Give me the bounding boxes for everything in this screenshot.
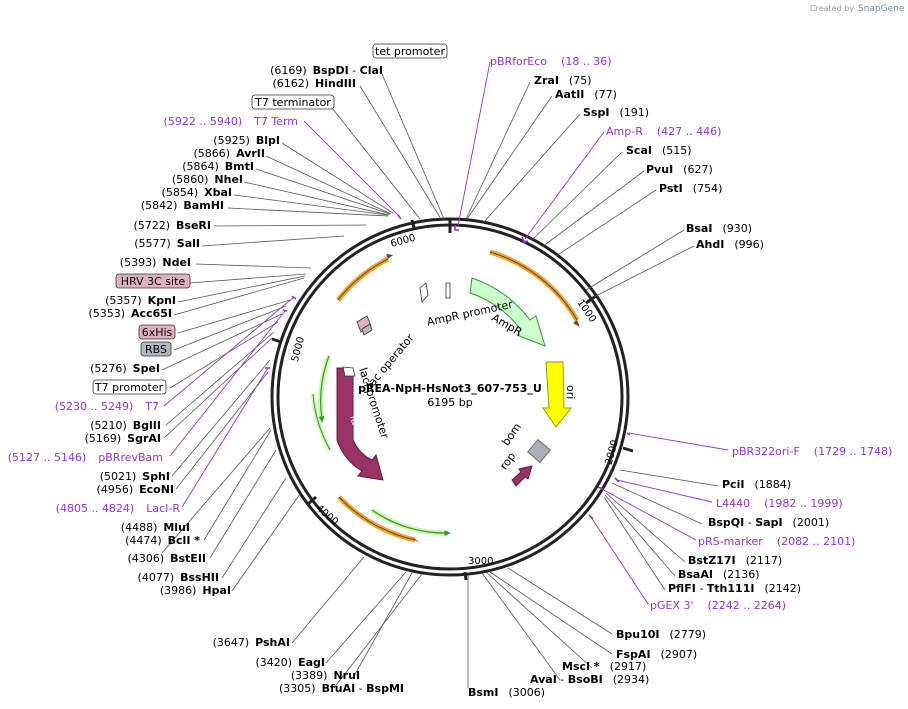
primer-pgex3: pGEX 3'(2242 .. 2264) [650,599,786,612]
box-rbs-text: RBS [145,343,167,356]
label-laci: lacI [347,413,365,435]
green-feature-left [318,355,332,421]
primer-laci-r: (4805 .. 4824)LacI-R [56,502,181,515]
laci-arrow [336,367,384,481]
enzyme-sspi: SspI(191) [583,106,649,119]
label-ori: ori [564,385,577,399]
box-t7-promoter [92,379,167,395]
enzyme-msci: MscI *(2917) [562,660,646,673]
enzyme-labels-right: ZraI(75) AatII(77) SspI(191) ScaI(515) P… [468,74,829,699]
plasmid-length: 6195 bp [427,396,472,409]
enzyme-sphi: (5021)SphI [100,470,170,483]
primer-t7-term: (5922 .. 5940)T7 Term [164,115,298,128]
enzyme-bfuai: (3305)BfuAI - BspMI [279,682,404,695]
enzyme-psti: PstI(754) [659,182,722,195]
label-bom: bom [499,421,524,448]
primer-l4440: L4440(1982 .. 1999) [716,497,843,510]
feature-boxes: tet promoter T7 terminator HRV 3C site 6… [92,43,448,395]
rop-arrow [511,465,533,487]
enzyme-ndei: (5393)NdeI [120,256,191,269]
enzyme-xbai: (5854)XbaI [162,186,232,199]
enzyme-bcli: (4474)BclI * [125,534,200,547]
enzyme-bseri: (5722)BseRI [133,219,211,232]
enzyme-eagi: (3420)EagI [256,656,325,669]
tick-label-5000: 5000 [290,336,307,363]
primer-prs-marker: pRS-marker(2082 .. 2101) [698,535,855,548]
enzyme-bspqi: BspQI - SapI(2001) [708,516,829,529]
enzyme-nhei: (5860)NheI [172,173,243,186]
primer-pbrrevbam: (5127 .. 5146)pBRrevBam [8,451,163,464]
box-t7-promoter-text: T7 promoter [94,381,164,394]
enzyme-bglii: (5210)BglII [90,419,161,432]
box-t7-terminator [251,94,335,110]
box-t7-terminator-text: T7 terminator [254,96,331,109]
enzyme-nrui: (3389)NruI [291,669,360,682]
enzyme-pvui: PvuI(627) [646,163,713,176]
box-tet-promoter [372,43,448,59]
enzyme-sgrai: (5169)SgrAI [85,432,161,445]
box-tet-promoter-text: tet promoter [375,45,445,58]
leader-lines-primers [163,61,729,605]
enzyme-bsteii: (4306)BstEII [128,552,206,565]
plasmid-name: pREA-NpH-HsNot3_607-753_U [358,382,542,395]
label-rop: rop [497,450,518,472]
box-hrv-3c-site-text: HRV 3C site [121,275,186,288]
enzyme-bspdi: (6169)BspDI - ClaI [270,64,383,77]
enzyme-ahdi: AhdI(996) [696,238,764,251]
laci-promoter-arrow [342,366,356,377]
box-rbs [140,341,172,357]
orange-feature-top-left [336,256,390,302]
tick-label-3000: 3000 [468,556,493,567]
box-6xhis-text: 6xHis [142,326,173,339]
box-6xhis [138,324,176,340]
enzyme-spei: (5276)SpeI [90,362,160,375]
snapgene-logo: SnapGene [858,4,905,14]
enzyme-sali: (5577)SalI [134,237,200,250]
enzyme-avai: AvaI - BsoBI(2934) [530,673,649,686]
enzyme-labels-left: (6169)BspDI - ClaI (6162)HindIII (5925)B… [85,64,404,695]
enzyme-pshai: (3647)PshAI [213,636,290,649]
features [311,249,580,543]
primer-amp-r: Amp-R(427 .. 446) [606,125,721,138]
primer-pbrforeco: pBRforEco(18 .. 36) [490,55,612,68]
enzyme-bstz17i: BstZ17I(2117) [688,554,782,567]
bom-feature [527,439,551,463]
orange-feature-bottom-left [337,495,416,543]
enzyme-bsai: BsaI(930) [686,222,752,235]
enzyme-hindiii: (6162)HindIII [272,77,356,90]
enzyme-scai: ScaI(515) [626,144,692,157]
created-by-text: Created by [810,4,854,13]
enzyme-avrii: (5866)AvrII [194,147,265,160]
leader-lines-left [161,73,445,689]
enzyme-bmti: (5864)BmtI [182,160,254,173]
enzyme-aatii: AatII(77) [555,88,617,101]
box-hrv-3c-site [115,273,191,289]
ampr-arrow [469,277,546,347]
primer-marks [265,214,631,520]
leader-lines-right [465,81,719,688]
enzyme-bsshii: (4077)BssHII [138,571,219,584]
enzyme-acc65i: (5353)Acc65I [88,307,172,320]
ori-arrow [542,361,573,428]
enzyme-mlui: (4488)MluI [121,521,190,534]
orange-feature-top-right-outline [489,251,578,321]
primer-labels: pBRforEco(18 .. 36) Amp-R(427 .. 446) pB… [8,55,893,612]
enzyme-zrai: ZraI(75) [534,74,592,87]
enzyme-bpu10i: Bpu10I(2779) [616,628,706,641]
primer-pbr322ori-f: pBR322ori-F(1729 .. 1748) [732,445,892,458]
enzyme-pcii: PciI(1884) [722,478,791,491]
enzyme-blpi: (5925)BlpI [213,134,280,147]
enzyme-bsaai: BsaAI(2136) [678,568,760,581]
enzyme-bsmi: BsmI(3006) [468,686,545,699]
enzyme-bamhi: (5842)BamHI [141,199,224,212]
ampr-promoter-arrow [419,282,429,303]
primer-t7: (5230 .. 5249)T7 [55,400,159,413]
enzyme-econi: (4956)EcoNI [97,483,174,496]
enzyme-kpni: (5357)KpnI [105,294,176,307]
enzyme-hpai: (3986)HpaI [160,584,231,597]
enzyme-pflfi: PflFI - Tth111I(2142) [668,582,801,595]
enzyme-fspai: FspAI(2907) [616,648,697,661]
